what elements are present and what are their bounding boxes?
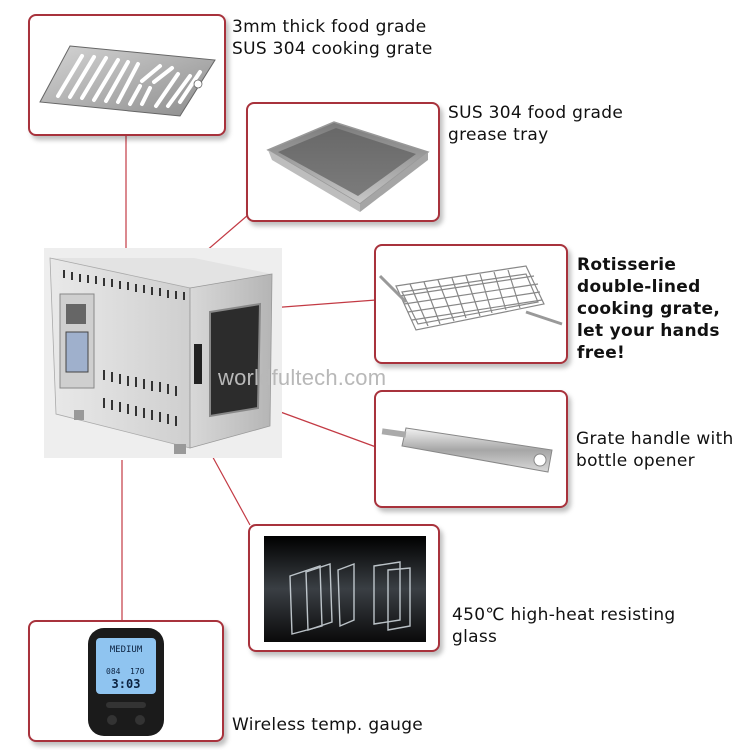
cooking-grate-box [28,14,226,136]
caption-line: SUS 304 cooking grate [232,39,433,59]
grease-tray-box [246,102,440,222]
gauge-temp-a: 084 [106,667,121,676]
caption-line: 3mm thick food grade [232,17,427,37]
watermark: worldfultech.com [218,365,387,390]
gauge-doneness: MEDIUM [110,645,143,655]
caption-line: let your hands [577,321,720,341]
rotisserie-grate-icon [378,265,563,331]
caption-line: bottle opener [576,451,695,471]
grate-handle-box [374,390,568,508]
caption-line: Wireless temp. gauge [232,715,424,735]
cooking-grate-caption: 3mm thick food grade SUS 304 cooking gra… [232,16,433,60]
glass-caption: 450℃ high-heat resisting glass [452,604,676,648]
caption-line: Rotisserie [577,255,677,275]
caption-line: cooking grate, [577,299,721,319]
gauge-time: 3:03 [112,677,141,691]
caption-line: double-lined [577,277,701,297]
glass-panel-icon [264,536,426,642]
caption-line: Grate handle with [576,429,734,449]
glass-box [248,524,440,652]
caption-line: grease tray [448,125,549,145]
caption-line: glass [452,627,498,647]
grill-product-image [44,248,282,458]
temp-gauge-caption: Wireless temp. gauge [232,714,423,736]
grease-tray-caption: SUS 304 food grade grease tray [448,102,623,146]
gauge-temp-b: 170 [130,667,145,676]
temp-gauge-icon: MEDIUM 084 170 3:03 [88,628,164,736]
grate-handle-caption: Grate handle with bottle opener [576,428,734,472]
temp-gauge-box: MEDIUM 084 170 3:03 [28,620,224,742]
caption-line: SUS 304 food grade [448,103,624,123]
cooking-grate-icon [39,45,216,117]
caption-line: 450℃ high-heat resisting [452,605,676,625]
grease-tray-icon [266,121,430,212]
rotisserie-caption: Rotisserie double-lined cooking grate, l… [577,254,720,364]
rotisserie-grate-box [374,244,568,364]
grate-handle-icon [381,427,553,473]
caption-line: free! [577,343,626,363]
